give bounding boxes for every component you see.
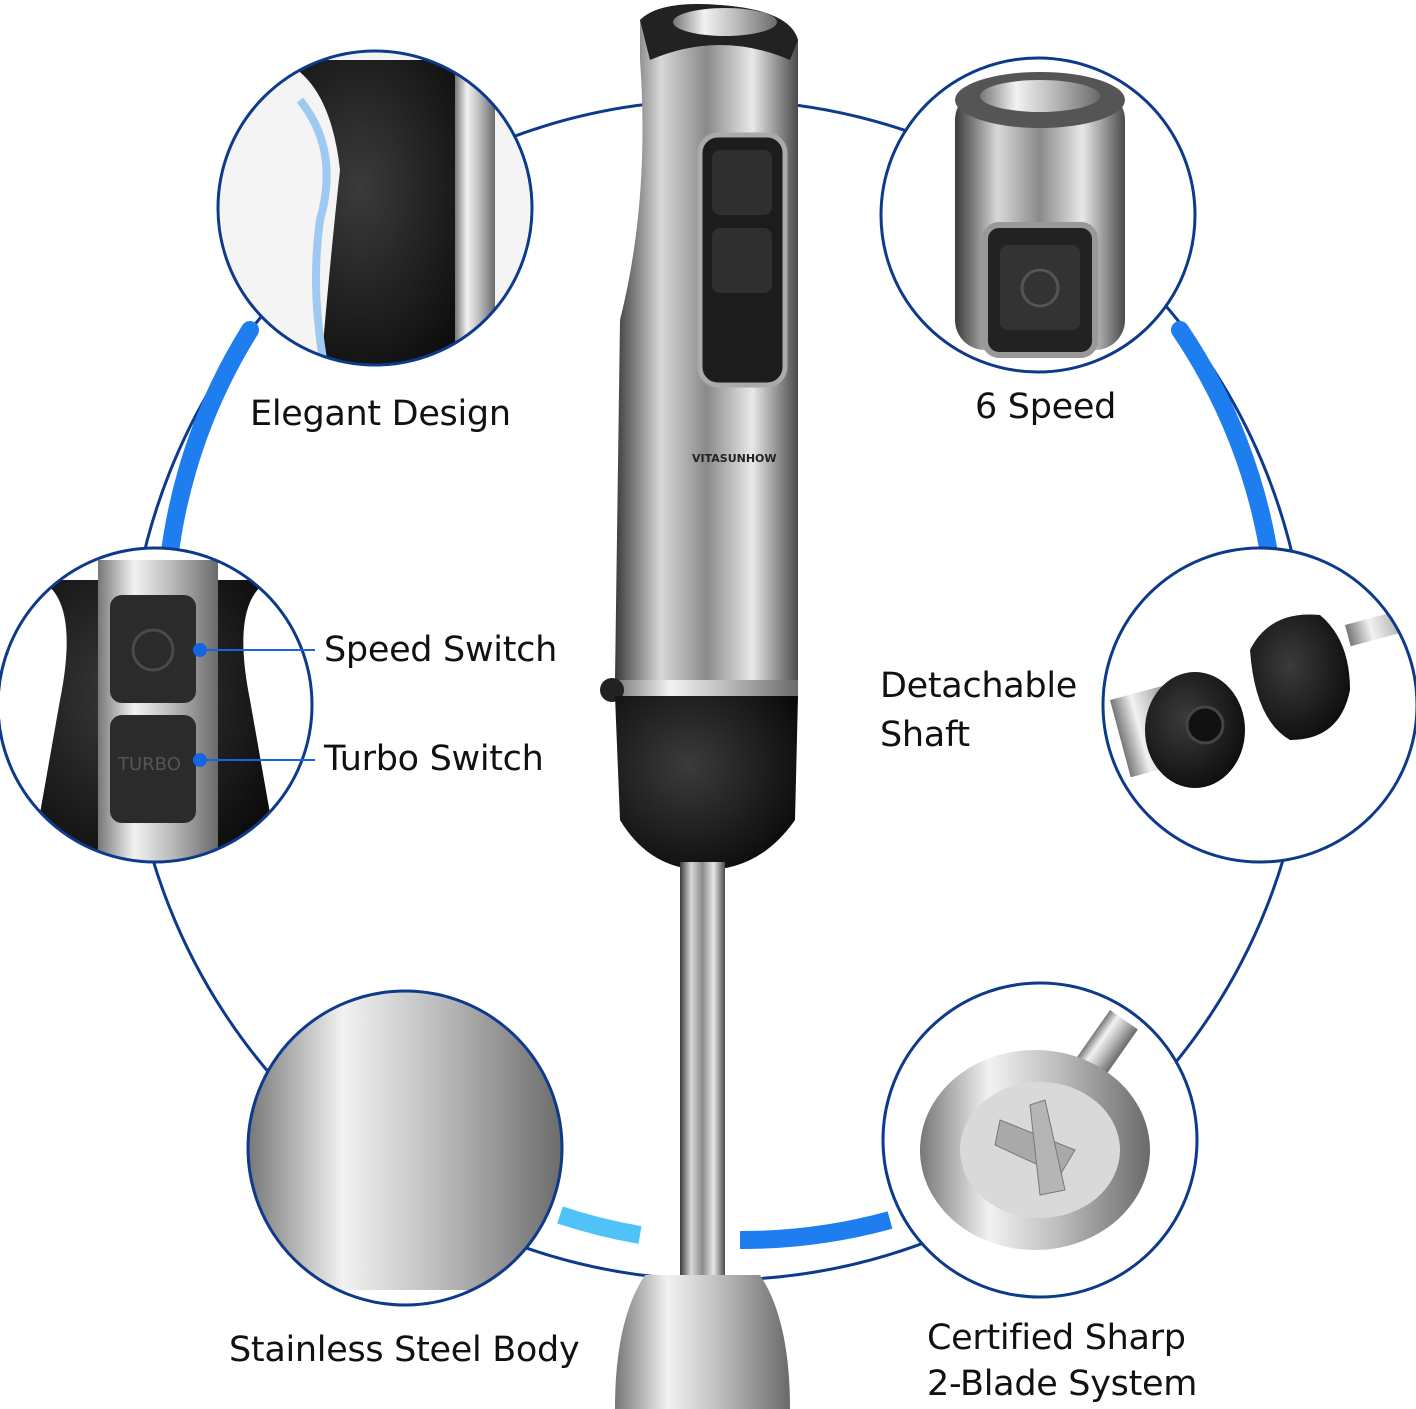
callout-dot	[193, 643, 207, 657]
label-detachable-line2: Shaft	[880, 715, 970, 755]
callout-dot	[193, 753, 207, 767]
label-elegant-design: Elegant Design	[250, 394, 511, 434]
switches-detail-image: TURBO	[0, 546, 315, 864]
label-turbo-switch: Turbo Switch	[324, 739, 544, 779]
label-speed-switch: Speed Switch	[324, 630, 557, 670]
detachable-shaft-detail-image	[1101, 546, 1416, 864]
hand-blender-product: VITASUNHOW	[600, 4, 798, 1409]
blade-detail-image	[881, 981, 1199, 1299]
label-blade-line1: Certified Sharp	[927, 1318, 1186, 1358]
label-stainless-body: Stainless Steel Body	[229, 1330, 580, 1370]
elegant-design-detail-image	[216, 49, 534, 367]
label-detachable-line1: Detachable	[880, 666, 1078, 706]
stainless-steel-detail-image	[246, 989, 564, 1307]
label-blade-line2: 2-Blade System	[927, 1364, 1198, 1404]
six-speed-detail-image	[879, 56, 1197, 374]
brand-text: VITASUNHOW	[692, 452, 777, 465]
turbo-button-text: TURBO	[117, 754, 181, 775]
label-six-speed: 6 Speed	[975, 387, 1117, 427]
